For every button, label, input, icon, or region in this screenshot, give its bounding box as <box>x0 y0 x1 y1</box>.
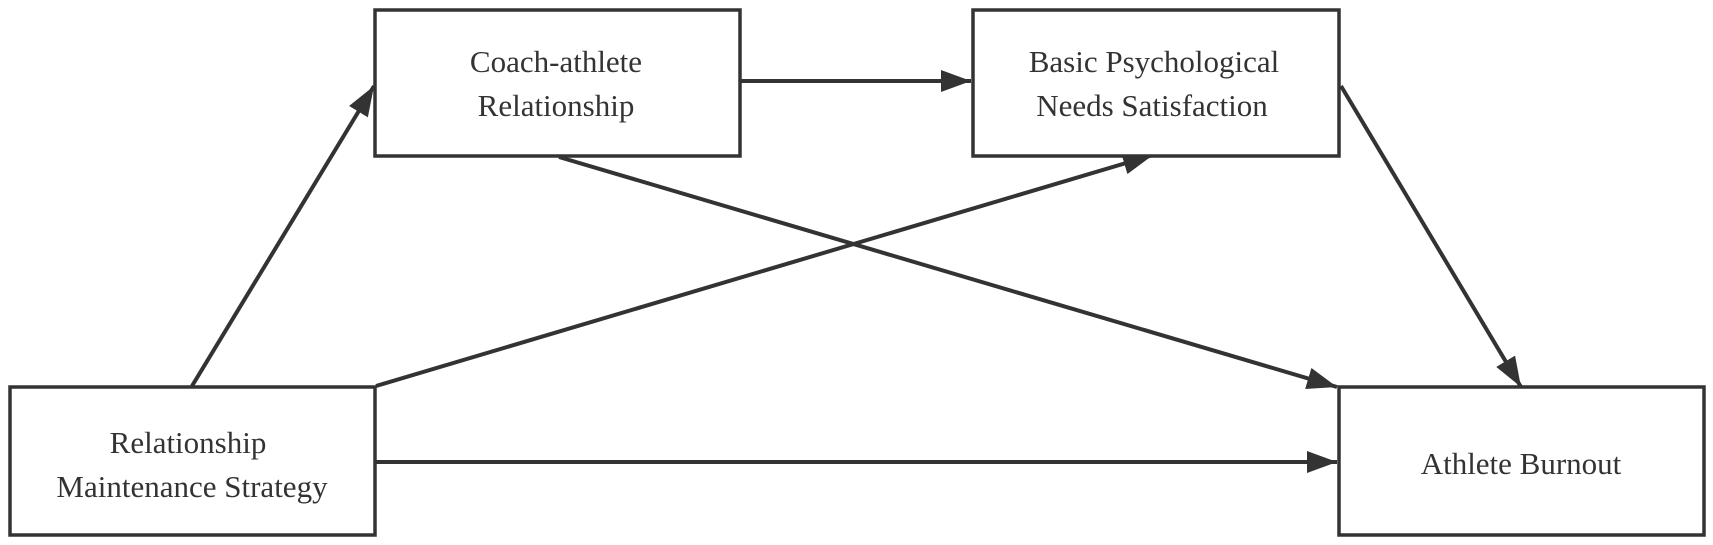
node-rms-line1: Relationship <box>110 425 267 460</box>
node-coach-athlete-relationship: Coach-athlete Relationship <box>373 8 742 158</box>
arrow-rms-to-car <box>190 84 376 388</box>
arrow-rms-to-bpns <box>375 153 1154 388</box>
node-basic-psychological-needs-satisfaction: Basic Psychological Needs Satisfaction <box>971 8 1341 158</box>
node-relationship-maintenance-strategy: Relationship Maintenance Strategy <box>8 385 377 537</box>
node-car-line2: Relationship <box>478 88 635 123</box>
node-car-line1: Coach-athlete <box>470 44 642 79</box>
node-ab-line1: Athlete Burnout <box>1421 446 1622 481</box>
node-rms-line2: Maintenance Strategy <box>56 469 328 504</box>
node-bpns-line2: Needs Satisfaction <box>1036 88 1268 123</box>
arrow-car-to-ab <box>558 155 1338 390</box>
arrow-bpns-to-ab <box>1339 84 1523 389</box>
node-athlete-burnout: Athlete Burnout <box>1337 385 1706 537</box>
node-bpns-line1: Basic Psychological <box>1029 44 1280 79</box>
